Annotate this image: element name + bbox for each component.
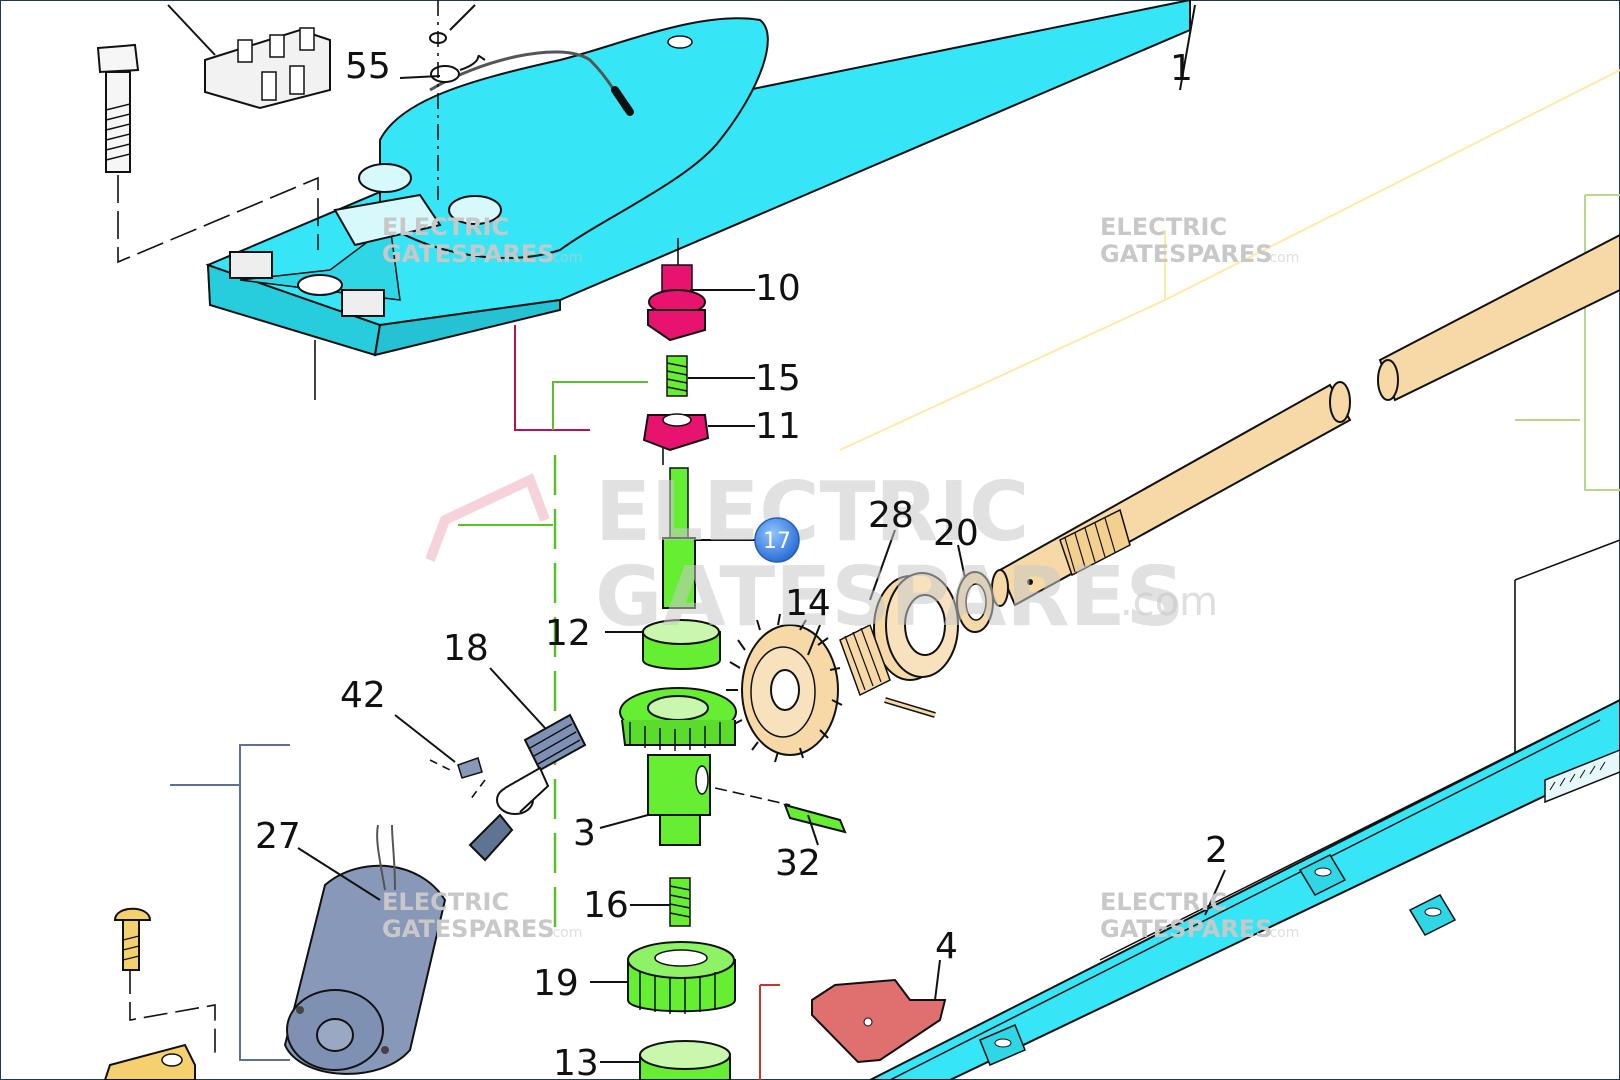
watermark-topright: ELECTRIC GATESPARES .com	[1100, 213, 1299, 268]
label-14: 14	[785, 583, 831, 624]
svg-text:.com: .com	[548, 250, 582, 266]
leader-lines	[167, 4, 1226, 1063]
worm-18	[496, 713, 587, 815]
svg-text:GATESPARES: GATESPARES	[1100, 240, 1273, 268]
key-32	[783, 803, 847, 834]
label-12: 12	[545, 613, 591, 654]
label-10: 10	[755, 268, 801, 309]
grub-screw-42	[457, 757, 483, 779]
coupling-10	[647, 264, 706, 342]
washer-20	[956, 571, 994, 633]
drive-shaft	[991, 233, 1620, 607]
base-rail-2	[869, 698, 1620, 1080]
label-27: 27	[255, 816, 301, 857]
spring-16	[669, 877, 691, 927]
gear-19	[627, 941, 736, 1014]
cam-11	[642, 413, 710, 452]
ring-12	[642, 619, 721, 670]
label-32: 32	[775, 843, 821, 884]
label-13: 13	[553, 1043, 599, 1080]
watermark-center: ELECTRIC GATESPARES .com	[425, 465, 1218, 645]
spring-15	[666, 355, 688, 397]
label-1: 1	[1170, 48, 1193, 89]
part-17-hotspot-badge[interactable]: 17	[754, 517, 800, 563]
label-42: 42	[340, 675, 386, 716]
label-28: 28	[868, 495, 914, 536]
svg-text:.com: .com	[1265, 925, 1299, 941]
watermark-line2: GATESPARES	[595, 550, 1185, 645]
bolt	[96, 43, 140, 173]
label-3: 3	[573, 813, 596, 854]
svg-text:ELECTRIC: ELECTRIC	[1100, 888, 1227, 916]
motor-27	[283, 813, 514, 1075]
bevel-gear-14	[726, 613, 936, 763]
label-16: 16	[583, 885, 629, 926]
ring-13	[639, 1040, 731, 1080]
watermark-line1: ELECTRIC	[595, 465, 1029, 560]
svg-text:.com: .com	[1265, 250, 1299, 266]
part-labels: 1 2 3 4 10 11 12 13 14 15 16 18 19 20 27…	[255, 46, 1228, 1080]
watermark-bottomright: ELECTRIC GATESPARES .com	[1100, 888, 1299, 943]
bearing-28	[873, 572, 959, 681]
assembly-lines	[117, 0, 1620, 1061]
svg-text:GATESPARES: GATESPARES	[382, 915, 555, 943]
svg-text:ELECTRIC: ELECTRIC	[382, 213, 509, 241]
watermark-topleft: ELECTRIC GATESPARES .com	[382, 213, 582, 268]
housing-cover	[205, 0, 1191, 357]
svg-text:ELECTRIC: ELECTRIC	[382, 888, 509, 916]
badge-17-text: 17	[763, 529, 791, 554]
svg-text:GATESPARES: GATESPARES	[1100, 915, 1273, 943]
watermark-suffix: .com	[1120, 579, 1218, 625]
label-55: 55	[345, 46, 391, 87]
shaft-17	[662, 467, 696, 609]
label-20: 20	[933, 513, 979, 554]
label-15: 15	[755, 358, 801, 399]
watermark-bottomleft: ELECTRIC GATESPARES .com	[382, 888, 582, 943]
terminal-block	[204, 27, 331, 110]
label-19: 19	[533, 963, 579, 1004]
label-18: 18	[443, 628, 489, 669]
label-4: 4	[935, 926, 958, 967]
svg-text:ELECTRIC: ELECTRIC	[1100, 213, 1227, 241]
bracket-screw	[103, 907, 196, 1080]
svg-text:GATESPARES: GATESPARES	[382, 240, 555, 268]
label-2: 2	[1205, 830, 1228, 871]
svg-text:.com: .com	[548, 925, 582, 941]
label-11: 11	[755, 406, 801, 447]
gear-shaft-3	[619, 687, 737, 846]
plate-4	[759, 978, 947, 1080]
